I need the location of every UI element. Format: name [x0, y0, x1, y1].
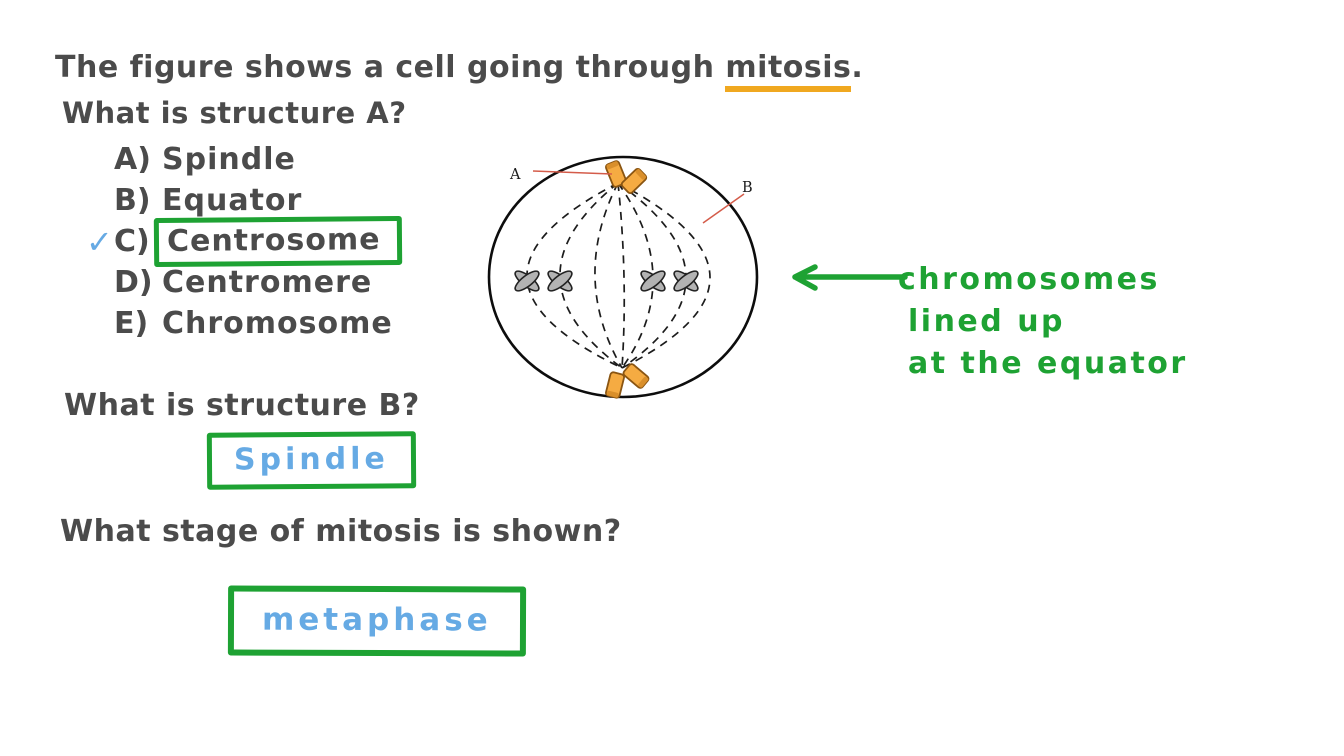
chromosome: [547, 270, 573, 292]
correct-answer-box: Centrosome: [153, 215, 402, 268]
option-letter: C): [114, 224, 150, 259]
pointer-line-a: [532, 170, 613, 175]
chromosome: [673, 270, 699, 292]
question-stage-prompt: What stage of mitosis is shown?: [60, 514, 622, 549]
cell-membrane-circle: [487, 155, 759, 399]
blue-checkmark-icon: ✓: [86, 222, 113, 261]
annotation-line-3: at the equator: [908, 346, 1188, 381]
option-label: Centrosome: [166, 222, 381, 259]
chromosome: [514, 270, 540, 292]
option-d: D) Centromere: [86, 262, 402, 303]
centriole: [605, 371, 625, 399]
pointer-line-b: [702, 193, 745, 224]
answer-box-metaphase: metaphase: [227, 585, 526, 657]
annotation-line-2: lined up: [908, 304, 1066, 339]
annotation-line-1: chromosomes: [898, 262, 1160, 297]
centriole: [605, 160, 627, 188]
option-letter: B): [114, 183, 151, 218]
chromosome: [640, 270, 666, 292]
option-b: B) Equator: [86, 180, 402, 221]
spindle-fiber: [617, 182, 626, 369]
intro-line: The figure shows a cell going through mi…: [55, 50, 863, 92]
cell-diagram: A B: [487, 155, 759, 399]
option-letter: E): [114, 306, 149, 341]
centriole: [620, 167, 648, 195]
question-a-prompt: What is structure A?: [62, 96, 407, 130]
option-label: Equator: [162, 183, 303, 218]
option-e: E) Chromosome: [86, 303, 402, 344]
centrosome-bottom: [605, 363, 650, 399]
centrosome-top: [605, 160, 648, 195]
option-letter: D): [114, 265, 153, 300]
intro-prefix: The figure shows a cell going through: [55, 50, 726, 85]
option-letter: A): [114, 142, 151, 177]
question-b-prompt: What is structure B?: [64, 388, 420, 423]
answer-metaphase: metaphase: [261, 601, 492, 639]
options-list: A) Spindle B) Equator ✓ C) Centrosome D)…: [86, 139, 402, 344]
option-label: Spindle: [162, 142, 296, 177]
left-arrow-icon: [792, 264, 908, 291]
answer-box-spindle: Spindle: [206, 431, 417, 490]
chromosomes-group: [514, 270, 699, 292]
mitosis-underlined-word: mitosis: [725, 52, 852, 92]
spindle-fiber: [559, 182, 623, 369]
figure-label-a: A: [509, 167, 521, 183]
figure-label-b: B: [742, 180, 753, 196]
option-label: Centromere: [162, 265, 373, 300]
option-c-correct: ✓ C) Centrosome: [86, 215, 402, 268]
intro-period: .: [851, 50, 864, 85]
spindle-fiber: [617, 182, 711, 369]
option-label: Chromosome: [162, 306, 393, 341]
option-a: A) Spindle: [86, 139, 402, 180]
answer-spindle: Spindle: [233, 441, 389, 478]
centriole: [622, 363, 650, 389]
